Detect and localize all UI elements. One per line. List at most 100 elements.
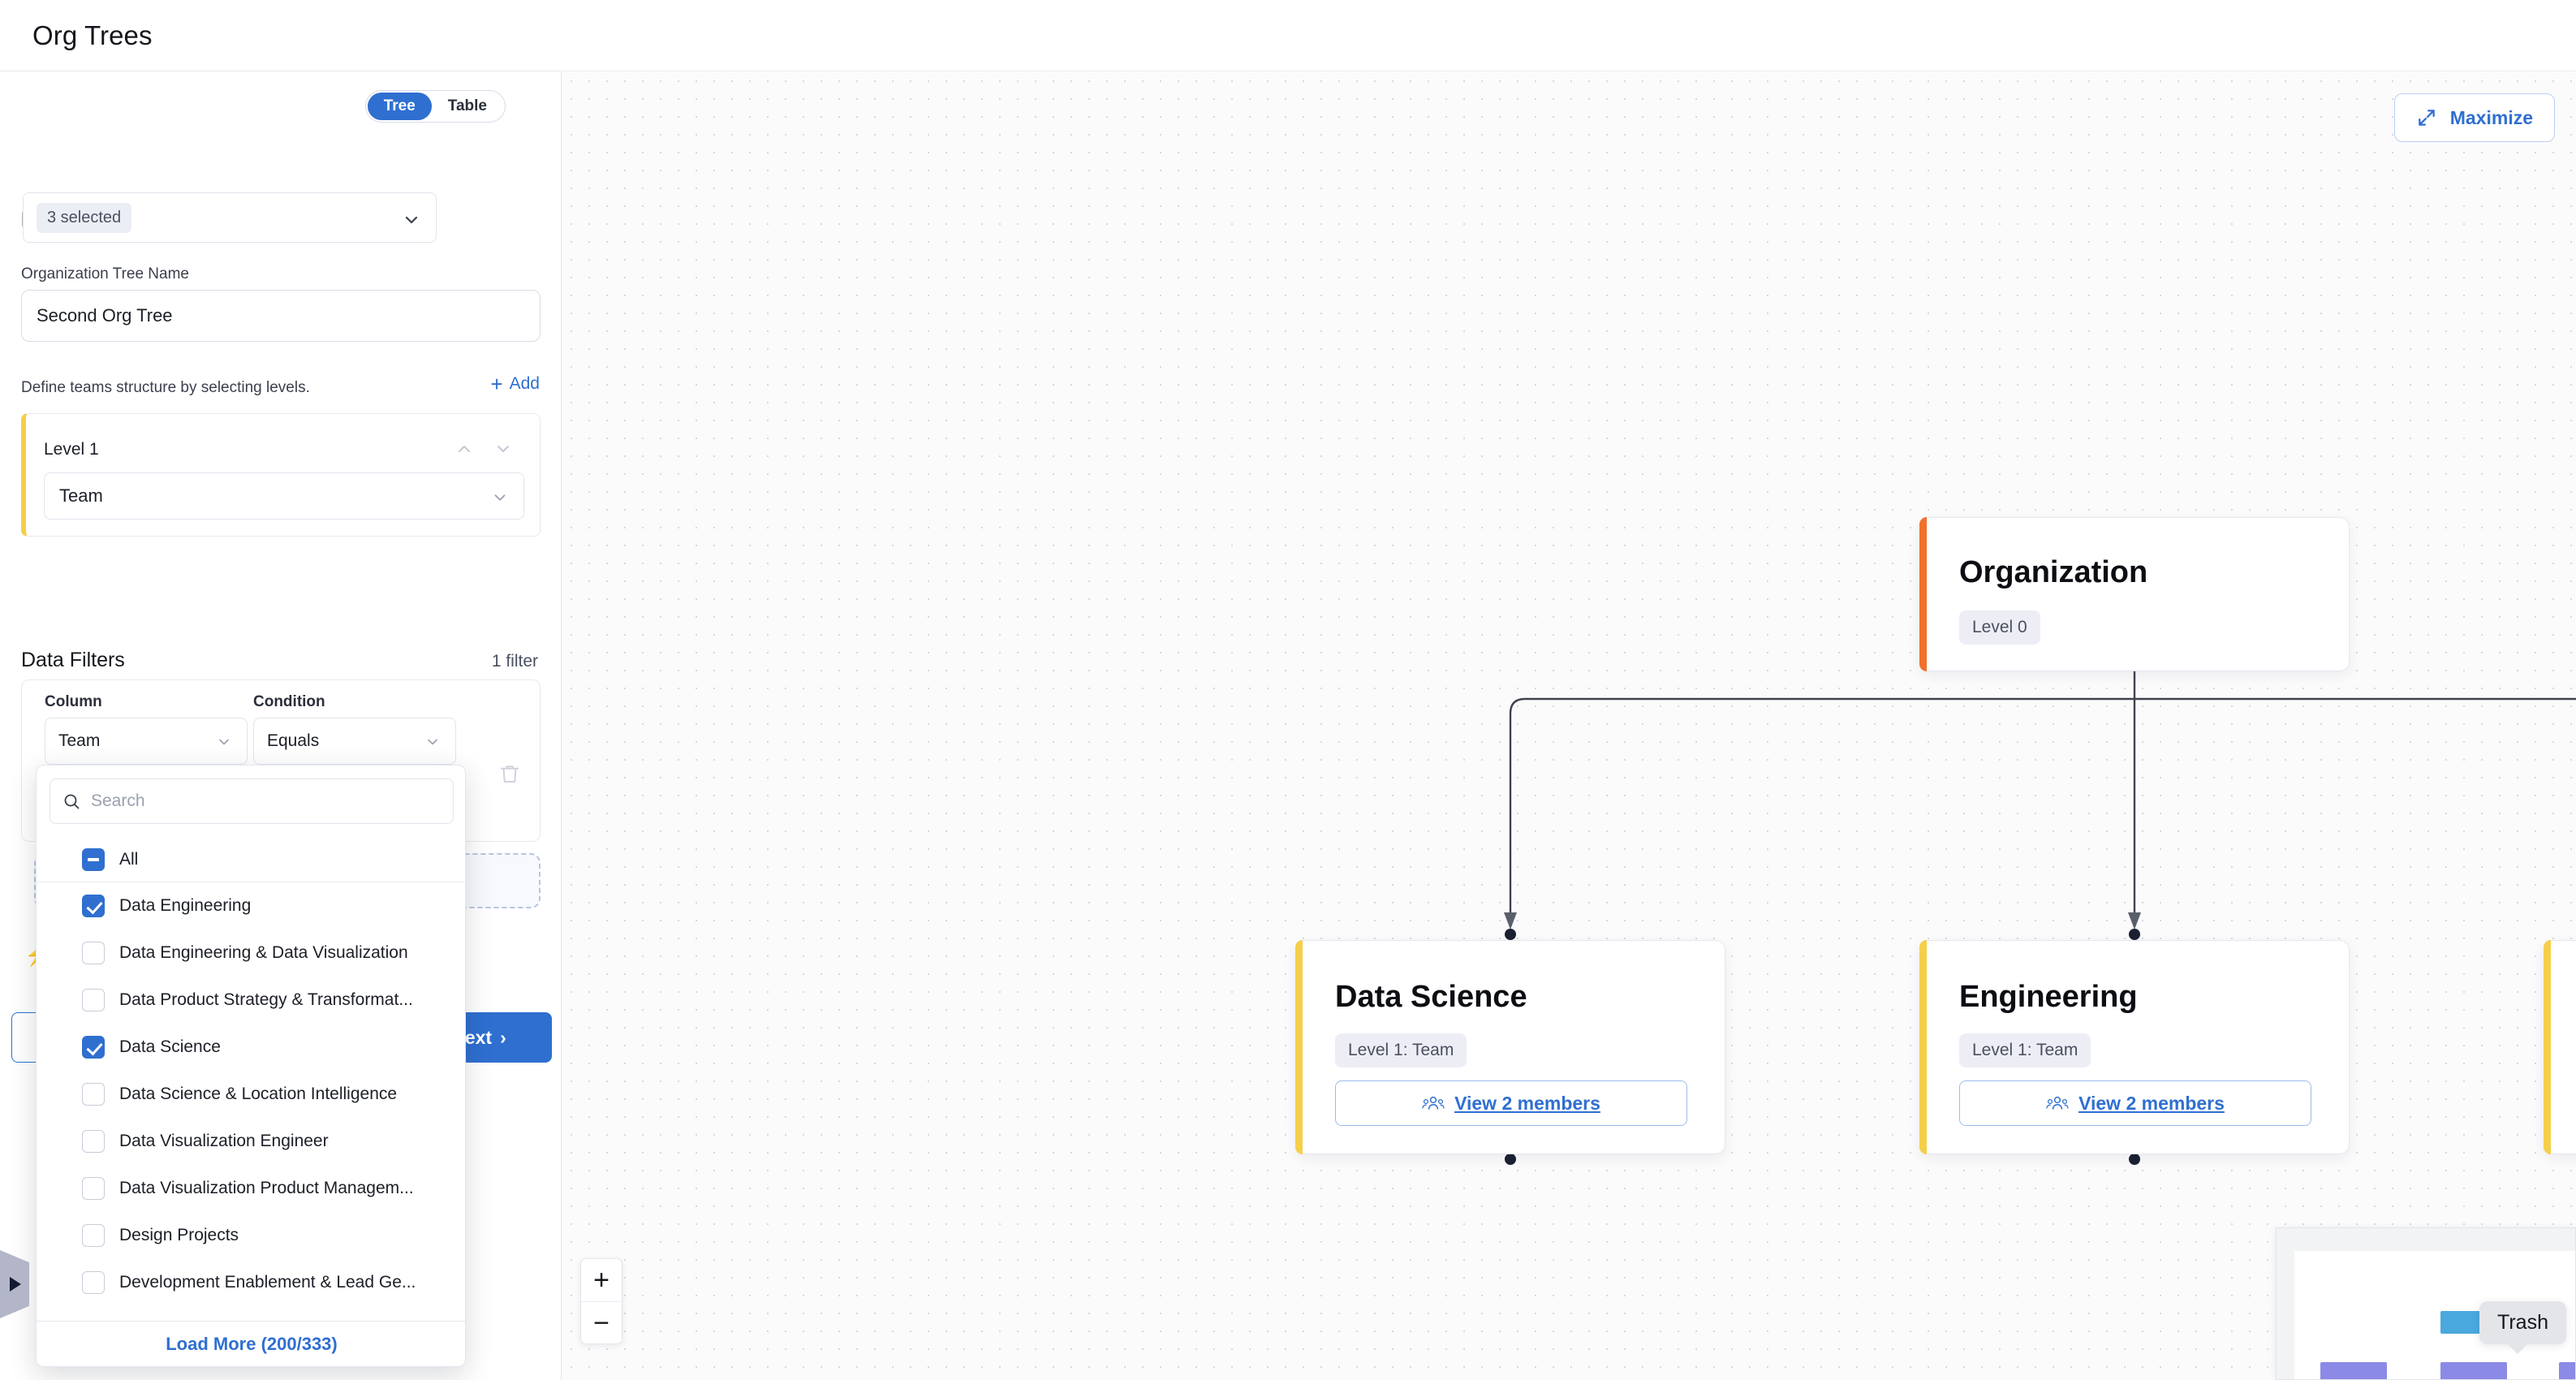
- zoom-out-button[interactable]: −: [581, 1301, 622, 1343]
- dropdown-option[interactable]: Design Projects: [37, 1212, 465, 1259]
- tree-node-root[interactable]: Organization Level 0: [1919, 517, 2350, 671]
- filter-condition-select[interactable]: Equals: [253, 718, 456, 765]
- option-checkbox[interactable]: [82, 1271, 105, 1294]
- filter-count-label: 1 filter: [491, 652, 538, 671]
- tab-table[interactable]: Table: [447, 97, 487, 114]
- option-checkbox[interactable]: [82, 895, 105, 917]
- org-tree-name-input[interactable]: [21, 290, 541, 342]
- option-label: Data Visualization Product Managem...: [119, 1179, 414, 1197]
- option-checkbox[interactable]: [82, 942, 105, 964]
- define-levels-text: Define teams structure by selecting leve…: [21, 379, 310, 396]
- filter-column-label: Column: [45, 693, 102, 710]
- view-members-label: View 2 members: [2078, 1092, 2225, 1114]
- view-members-button[interactable]: View 2 members: [1335, 1080, 1687, 1126]
- search-input[interactable]: [91, 791, 432, 811]
- option-label: Design Projects: [119, 1226, 239, 1244]
- tree-node-child[interactable]: Engineering Level 1: Team View 2 members: [1919, 940, 2350, 1154]
- data-filters-heading: Data Filters: [21, 649, 125, 671]
- dropdown-item-all[interactable]: All: [37, 837, 465, 882]
- search-icon: [64, 794, 80, 809]
- node-accent-bar: [1919, 517, 1927, 671]
- chevron-down-icon: [498, 446, 509, 452]
- move-level-up-button[interactable]: [452, 438, 476, 459]
- filter-condition-label: Condition: [253, 693, 325, 710]
- node-title: Data Science: [1335, 980, 1527, 1014]
- node-title: Engineering: [1959, 980, 2138, 1014]
- tab-tree[interactable]: Tree: [367, 93, 432, 120]
- dropdown-option[interactable]: Data Product Strategy & Transformat...: [37, 977, 465, 1024]
- minimap-node-child: [2440, 1362, 2507, 1379]
- zoom-in-button[interactable]: +: [593, 1265, 610, 1296]
- members-icon: [2046, 1096, 2069, 1110]
- filter-column-select[interactable]: Team: [45, 718, 248, 765]
- dropdown-option[interactable]: Development Enablement & Lead Ge...: [37, 1259, 465, 1306]
- add-level-label: Add: [509, 374, 540, 393]
- level-column-value: Team: [59, 485, 103, 506]
- checkbox-all[interactable]: [82, 847, 105, 871]
- zoom-controls: + −: [580, 1258, 622, 1344]
- org-tree-canvas[interactable]: Maximize Organization Level 0 Data Scien…: [562, 72, 2576, 1380]
- option-label: Data Engineering & Data Visualization: [119, 943, 408, 962]
- level-card: Level 1 Team: [21, 413, 541, 537]
- dropdown-search-wrap[interactable]: [50, 778, 454, 824]
- trash-tooltip: Trash: [2479, 1301, 2566, 1354]
- chevron-down-icon: [219, 739, 229, 745]
- dropdown-option[interactable]: Data Visualization Product Managem...: [37, 1165, 465, 1212]
- option-label: Data Engineering: [119, 896, 252, 915]
- node-accent-bar: [1919, 940, 1927, 1154]
- add-level-button[interactable]: + Add: [490, 373, 540, 395]
- view-members-button[interactable]: View 2 members: [1959, 1080, 2311, 1126]
- option-checkbox[interactable]: [82, 1036, 105, 1059]
- chevron-down-icon: [428, 739, 437, 745]
- dropdown-option[interactable]: Data Science: [37, 1024, 465, 1071]
- tree-node-child[interactable]: Data Science Level 1: Team View 2 member…: [1295, 940, 1725, 1154]
- members-icon: [1422, 1096, 1445, 1110]
- dropdown-option[interactable]: Data Visualization Engineer: [37, 1118, 465, 1165]
- view-mode-toggle[interactable]: Tree Table: [364, 90, 506, 123]
- option-label: Data Visualization Engineer: [119, 1132, 329, 1150]
- maximize-button[interactable]: Maximize: [2393, 93, 2555, 142]
- option-checkbox[interactable]: [82, 1177, 105, 1200]
- dropdown-option[interactable]: Data Science & Location Intelligence: [37, 1071, 465, 1118]
- dropdown-all-label: All: [119, 849, 139, 869]
- filter-values-select[interactable]: 3 selected: [23, 192, 437, 243]
- node-title: Organization: [1959, 555, 2148, 589]
- trash-icon: [501, 765, 519, 783]
- option-label: Development Enablement & Lead Ge...: [119, 1273, 416, 1292]
- node-level-badge: Level 1: Team: [1335, 1033, 1467, 1067]
- filter-column-value: Team: [58, 731, 101, 750]
- collapse-sidebar-handle[interactable]: [0, 1250, 29, 1318]
- org-tree-name-label: Organization Tree Name: [21, 265, 189, 282]
- minimap-node-child: [2320, 1362, 2387, 1379]
- level-column-select[interactable]: Team: [44, 472, 524, 520]
- page-title: Org Trees: [32, 19, 153, 50]
- dropdown-option[interactable]: Data Engineering: [37, 882, 465, 929]
- level-title: Level 1: [44, 440, 99, 459]
- tree-connectors: [1504, 594, 2576, 1165]
- option-label: Data Product Strategy & Transformat...: [119, 990, 413, 1009]
- move-level-down-button[interactable]: [491, 438, 515, 459]
- option-checkbox[interactable]: [82, 1224, 105, 1247]
- option-label: Data Science & Location Intelligence: [119, 1085, 398, 1103]
- chevron-right-icon: ›: [500, 1026, 506, 1048]
- delete-filter-icon[interactable]: [498, 761, 522, 790]
- view-members-label: View 2 members: [1454, 1092, 1600, 1114]
- dropdown-option[interactable]: Data Engineering & Data Visualization: [37, 929, 465, 977]
- chevron-right-icon: [10, 1277, 21, 1292]
- chevron-up-icon: [459, 446, 470, 452]
- load-more-button[interactable]: Load More (200/333): [37, 1321, 465, 1366]
- chevron-down-icon: [405, 216, 418, 224]
- maximize-label: Maximize: [2449, 106, 2533, 128]
- option-checkbox[interactable]: [82, 989, 105, 1011]
- option-checkbox[interactable]: [82, 1083, 105, 1106]
- top-bar: Org Trees: [0, 0, 2576, 71]
- option-checkbox[interactable]: [82, 1130, 105, 1153]
- node-level-badge: Level 1: Team: [1959, 1033, 2091, 1067]
- tree-node-child[interactable]: Data Engineering Level 1: Team View 1 me…: [2544, 940, 2576, 1154]
- node-level-badge: Level 0: [1959, 610, 2040, 645]
- node-accent-bar: [1295, 940, 1303, 1154]
- minimap-node-child: [2559, 1362, 2575, 1379]
- node-accent-bar: [2544, 940, 2551, 1154]
